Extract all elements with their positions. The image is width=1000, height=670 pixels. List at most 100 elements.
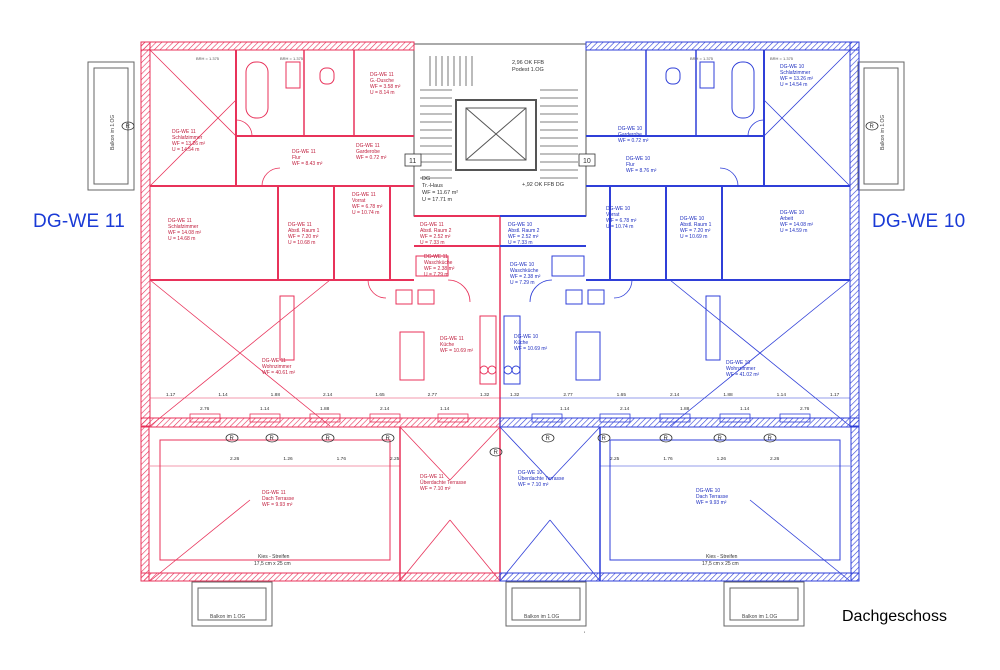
room-label-line: Wohnzimmer: [726, 366, 756, 372]
dimension-label: 1.65: [375, 392, 385, 398]
bath-labels: BRH = 1.375 BRH = 1.375 BRH = 1.375 BRH …: [196, 56, 794, 61]
room-label-line: DG-WE 11: [424, 254, 448, 260]
room-label-line: DG-WE 10: [726, 360, 750, 366]
room-label-line: WF = 41.02 m²: [726, 372, 760, 378]
room-label-line: WF = 2.38 m²: [510, 274, 541, 280]
dimension-label: 2.14: [380, 406, 390, 412]
room-label-line: WF = 14.08 m²: [168, 230, 202, 236]
room-label-line: DG-WE 10: [508, 222, 532, 228]
room-label-line: Schlafzimmer: [168, 224, 199, 230]
dimension-label: 1.14: [440, 406, 450, 412]
room-label-line: Überdachte Terrasse: [518, 475, 565, 482]
r-marker-circle: [489, 447, 503, 457]
stair-note-mid-2: Tr.-Haus: [422, 183, 443, 189]
room-label-line: DG-WE 11: [352, 192, 376, 198]
room-label-line: U = 7.33 m: [420, 240, 445, 246]
balcony-labels: Balkon im 1.OG Balkon im 1.OG Balkon im …: [110, 115, 886, 620]
dimension-label: 1.88: [723, 392, 733, 398]
room-label-line: DG-WE 10: [606, 206, 630, 212]
room-label-line: DG-WE 11: [440, 336, 464, 342]
r-marker-label: R: [126, 124, 131, 130]
room-label-line: WF = 14.08 m²: [780, 222, 814, 228]
dimension-label: 1.32: [510, 392, 520, 398]
room-label-line: U = 10.69 m: [680, 234, 707, 240]
balcony-label-left: Balkon im 1.OG: [110, 115, 116, 150]
r-marker-label: R: [768, 436, 773, 442]
room-label-line: WF = 9.93 m²: [696, 500, 727, 506]
r-marker-circle: [713, 433, 727, 443]
room-label-line: WF = 6.78 m²: [606, 218, 637, 224]
dimension-label: 2.77: [428, 392, 438, 398]
unit-label-right: DG-WE 10: [872, 211, 966, 232]
room-label-line: Waschküche: [510, 268, 539, 274]
room-label-line: Abstl. Raum 1: [288, 228, 320, 234]
kiesel-label-left: Kies - Streifen: [258, 554, 290, 560]
stair-steps: [420, 56, 578, 179]
room-label-line: Küche: [440, 342, 454, 348]
room-label-line: Flur: [292, 155, 301, 161]
room-label-line: WF = 6.78 m²: [352, 204, 383, 210]
room-label-line: WF = 7.20 m²: [288, 234, 319, 240]
dimension-label: 1.14: [777, 392, 787, 398]
room-label-line: WF = 7.10 m²: [420, 486, 451, 492]
room-label-line: Schlafzimmer: [172, 135, 203, 141]
room-label-line: DG-WE 11: [172, 129, 196, 135]
dimension-label: 1.88: [271, 392, 281, 398]
kiesel-labels: Kies - Streifen 17,5 cm x 25 cm Kies - S…: [254, 554, 739, 567]
stair-notes: 2,96 OK FFB Podest 1.OG DG Tr.-Haus WF =…: [422, 60, 564, 203]
r-marker-label: R: [718, 436, 723, 442]
room-label-line: DG-WE 11: [292, 149, 316, 155]
room-label-line: DG-WE 10: [780, 210, 804, 216]
room-label-line: U = 7.33 m: [508, 240, 533, 246]
dimension-label: 1.76: [663, 456, 673, 462]
unit-markers: 11 10: [404, 153, 596, 167]
room-label-line: U = 14.68 m: [168, 236, 195, 242]
balcony-label-bottom-right: Balkon im 1.OG: [742, 614, 777, 620]
balcony-label-bottom-mid: Balkon im 1.OG: [524, 614, 559, 620]
kiesel-label-right: Kies - Streifen: [706, 554, 738, 560]
r-marker-circle: [763, 433, 777, 443]
r-marker-circle: [381, 433, 395, 443]
room-label-line: WF = 3.58 m²: [370, 84, 401, 90]
room-label-line: WF = 0.72 m²: [356, 155, 387, 161]
r-marker-label: R: [386, 436, 391, 442]
room-label-line: Arbeit: [780, 216, 794, 222]
unit-left-walls: [140, 41, 501, 582]
room-label-line: DG-WE 11: [168, 218, 192, 224]
dimensions: 1.17 1.14 1.88 2.14 1.65 2.77 1.32 2.76 1.14 1.88…: [166, 392, 840, 462]
room-label-line: WF = 7.10 m²: [518, 482, 549, 488]
room-label-line: DG-WE 11: [420, 474, 444, 480]
room-label-line: WF = 2.38 m²: [424, 266, 455, 272]
r-marker-circle: [541, 433, 555, 443]
room-label-line: DG-WE 11: [370, 72, 394, 78]
room-label-line: WF = 2.52 m²: [420, 234, 451, 240]
dimension-label: 2.14: [670, 392, 680, 398]
r-marker-label: R: [326, 436, 331, 442]
room-label-line: DG-WE 10: [780, 64, 804, 70]
dimension-label: 2.25: [390, 456, 400, 462]
marker-left: 11: [409, 158, 416, 165]
room-label-line: U = 14.54 m: [780, 82, 807, 88]
balcony-bottom-right: [723, 581, 805, 627]
room-label-line: WF = 0.72 m²: [618, 138, 649, 144]
room-label-line: DG-WE 11: [262, 358, 286, 364]
room-label-line: U = 10.74 m: [606, 224, 633, 230]
r-marker-circle: [865, 121, 879, 131]
dimension-label: 2.76: [800, 406, 810, 412]
stair-note-mid-1: DG: [422, 176, 430, 182]
r-marker-label: R: [546, 436, 551, 442]
dimension-label: 2.14: [323, 392, 333, 398]
room-label-line: Dach Terrasse: [696, 494, 728, 500]
dimension-label: 1.88: [320, 406, 330, 412]
room-label-line: Küche: [514, 340, 528, 346]
dimension-label: 2.26: [230, 456, 240, 462]
dimension-label: 1.17: [166, 392, 176, 398]
balcony-bottom-left: [191, 581, 273, 627]
r-marker-label: R: [664, 436, 669, 442]
room-label-line: DG-WE 10: [514, 334, 538, 340]
dimension-label: 1.14: [560, 406, 570, 412]
room-label-line: WF = 40.61 m²: [262, 370, 296, 376]
